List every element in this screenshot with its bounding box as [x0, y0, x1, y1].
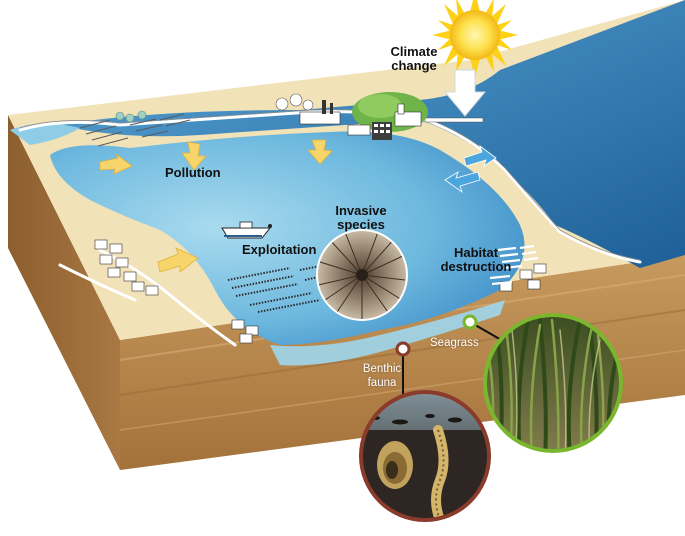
open-sea: [60, 0, 685, 268]
pier: [424, 117, 484, 123]
aquaculture-plots: [79, 113, 191, 147]
exploitation-arrow: [157, 247, 199, 273]
houses-left: [94, 239, 259, 344]
seagrass-marker: [462, 314, 478, 330]
climate-change-arrow: [443, 69, 487, 117]
habitat-destruction-line-2: destruction: [440, 259, 512, 274]
climate-change-line-2: change: [391, 58, 437, 73]
benthic-fauna-line-1: Benthic: [362, 363, 402, 375]
habitat-destruction-label: Habitat destruction: [436, 246, 516, 274]
benthic-fauna-line-2: fauna: [367, 377, 397, 389]
impact-arrows: [99, 139, 333, 273]
soil-left-face: [8, 115, 120, 470]
dock-structures: [489, 244, 539, 286]
invasive-species-inset: [316, 229, 408, 321]
benthic-fauna-inset: [359, 390, 491, 522]
climate-change-label: Climate change: [384, 45, 444, 73]
habitat-destruction-line-1: Habitat: [453, 245, 499, 260]
pollution-label: Pollution: [165, 165, 221, 180]
invasive-species-line-1: Invasive: [335, 203, 387, 218]
pollution-arrow-2: [181, 141, 207, 171]
invasive-species-line-2: species: [337, 217, 385, 232]
seagrass-label: Seagrass: [430, 337, 479, 349]
sun-icon: [432, 0, 518, 78]
exploitation-label: Exploitation: [242, 242, 317, 257]
lagoon-water: [50, 131, 525, 345]
pollution-arrow-1: [99, 153, 133, 175]
water-exchange-arrows: [444, 144, 497, 194]
worm-icon: [431, 425, 449, 518]
industrial-area: [275, 93, 422, 140]
fishing-boat: [221, 221, 272, 239]
pollution-arrow-3: [307, 139, 333, 165]
invasive-species-label: Invasive species: [325, 204, 397, 232]
benthic-marker: [395, 341, 411, 357]
climate-change-line-1: Climate: [390, 44, 438, 59]
seagrass-inset: [483, 313, 623, 453]
snail-icon: [377, 441, 413, 489]
benthic-fauna-label: Benthic fauna: [353, 362, 411, 390]
